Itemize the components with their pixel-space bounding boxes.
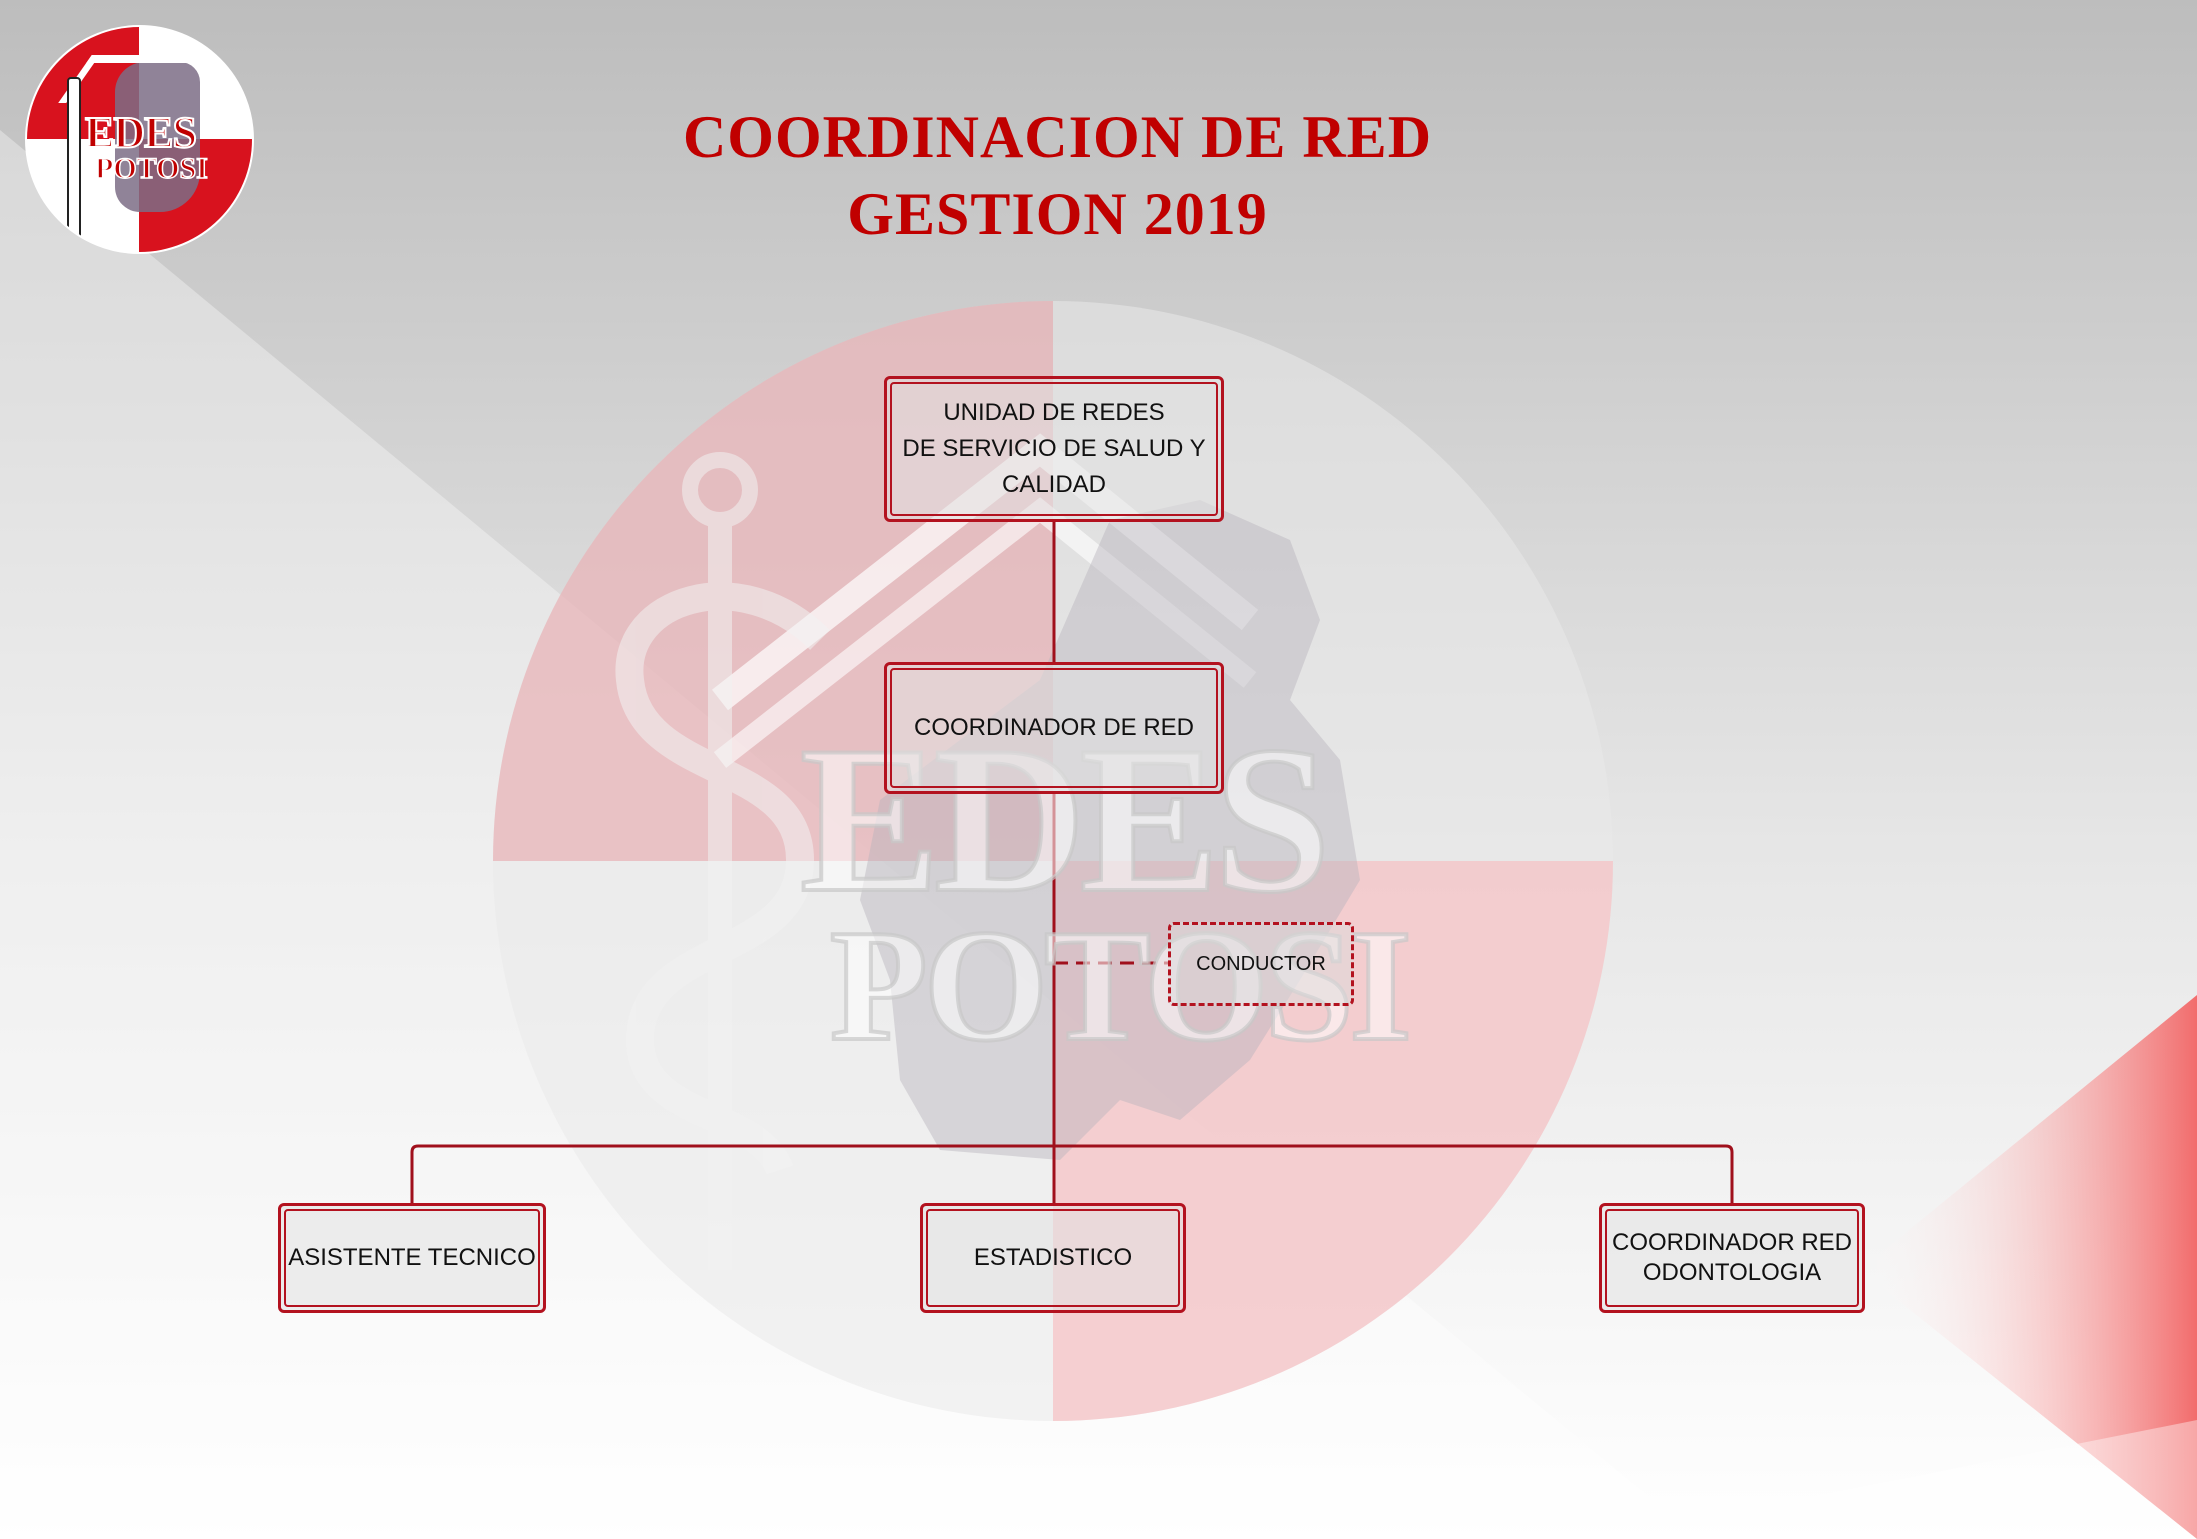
node-unidad-de-redes: UNIDAD DE REDES DE SERVICIO DE SALUD Y C… [884,376,1224,522]
page-title: COORDINACION DE RED [682,104,1433,170]
page-subtitle: GESTION 2019 [847,181,1268,247]
node-asistente-tecnico-label: ASISTENTE TECNICO [288,1244,536,1271]
logo-text-line2: POTOSI [94,151,208,186]
node-coordinador-red-odontologia: COORDINADOR RED ODONTOLOGIA [1599,1203,1865,1313]
node-unidad-de-redes-label: UNIDAD DE REDES DE SERVICIO DE SALUD Y C… [902,399,1206,498]
sedes-logo: EDES POTOSI [25,25,254,254]
logo-map-icon [115,62,200,212]
node-estadistico-label: ESTADISTICO [973,1244,1133,1271]
node-coordinador-de-red: COORDINADOR DE RED [884,662,1224,794]
node-estadistico: ESTADISTICO [920,1203,1186,1313]
node-conductor: CONDUCTOR [1168,922,1354,1006]
node-coordinador-red-odontologia-label: COORDINADOR RED ODONTOLOGIA [1611,1229,1852,1286]
node-asistente-tecnico: ASISTENTE TECNICO [278,1203,546,1313]
logo-text-line1: EDES [84,107,198,158]
node-coordinador-de-red-label: COORDINADOR DE RED [913,714,1195,741]
node-conductor-label: CONDUCTOR [1196,953,1326,975]
logo-staff-icon [67,77,81,241]
